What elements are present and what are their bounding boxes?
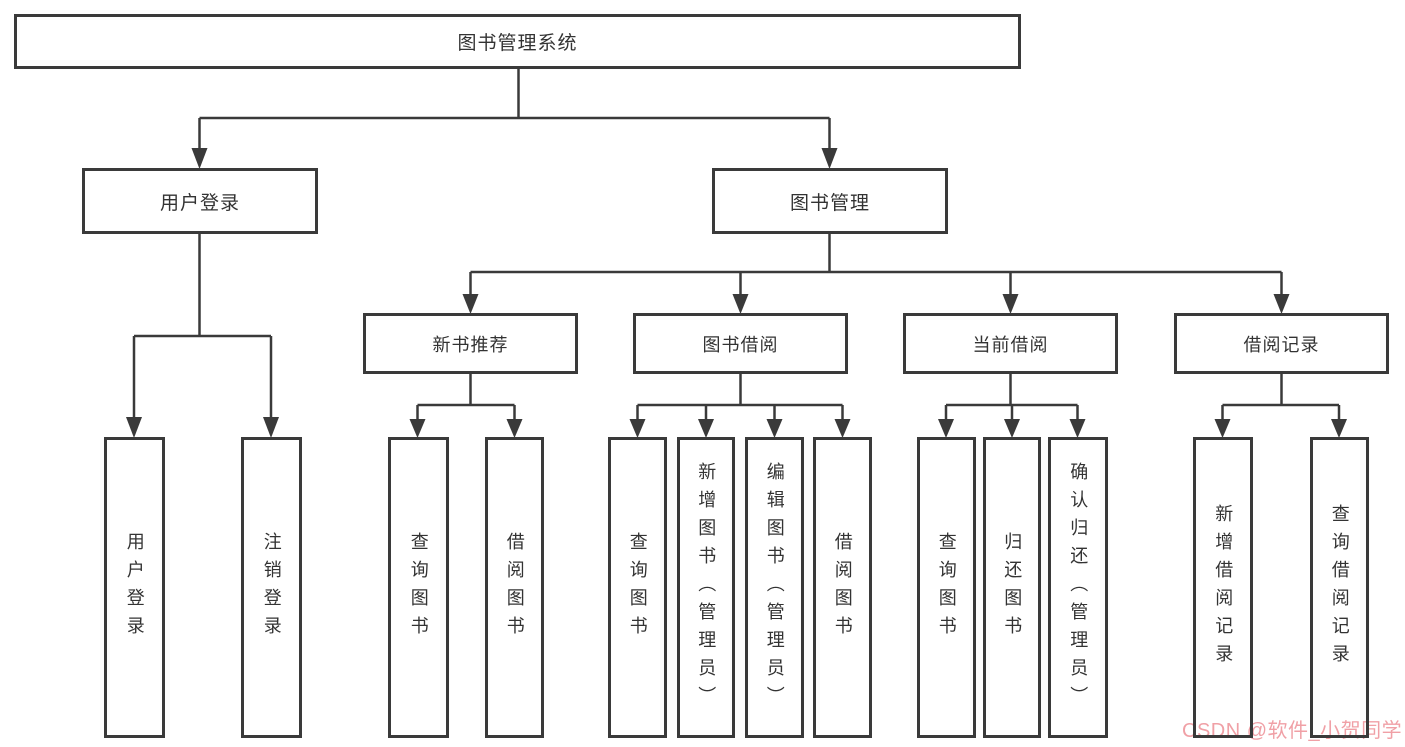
- node-label: 归还图书: [1002, 531, 1023, 644]
- node-label: 注销登录: [261, 531, 282, 644]
- node-query-books: 查询图书: [608, 437, 667, 738]
- node-label: 查询图书: [627, 531, 648, 644]
- node-label: 图书借阅: [702, 334, 779, 355]
- node-borrow-books: 借阅图书: [813, 437, 872, 738]
- node-label: 查询借阅记录: [1329, 503, 1350, 672]
- node-borrow-records: 借阅记录: [1174, 313, 1389, 374]
- node-book-borrow: 图书借阅: [633, 313, 848, 374]
- node-label: 用户登录: [159, 192, 240, 214]
- node-add-books-admin: 新增图书（管理员）: [677, 437, 735, 738]
- node-label: 图书管理: [789, 192, 870, 214]
- node-query-books: 查询图书: [917, 437, 976, 738]
- node-logout: 注销登录: [241, 437, 302, 738]
- node-new-book-recommend: 新书推荐: [363, 313, 578, 374]
- node-label: 新增图书（管理员）: [696, 461, 717, 714]
- node-library-management-system: 图书管理系统: [14, 14, 1021, 69]
- node-label: 当前借阅: [972, 334, 1049, 355]
- node-label: 查询图书: [936, 531, 957, 644]
- node-label: 借阅记录: [1243, 334, 1320, 355]
- node-label: 借阅图书: [832, 531, 853, 644]
- node-return-books: 归还图书: [983, 437, 1041, 738]
- node-add-borrow-record: 新增借阅记录: [1193, 437, 1253, 738]
- node-book-management: 图书管理: [712, 168, 948, 234]
- node-label: 借阅图书: [504, 531, 525, 644]
- node-label: 新增借阅记录: [1213, 503, 1234, 672]
- node-borrow-books: 借阅图书: [485, 437, 544, 738]
- node-label: 查询图书: [408, 531, 429, 644]
- node-query-borrow-record: 查询借阅记录: [1310, 437, 1369, 738]
- node-current-borrow: 当前借阅: [903, 313, 1118, 374]
- node-edit-books-admin: 编辑图书（管理员）: [745, 437, 804, 738]
- node-label: 确认归还（管理员）: [1068, 461, 1089, 714]
- node-label: 新书推荐: [432, 334, 509, 355]
- node-label: 图书管理系统: [457, 33, 578, 54]
- node-label: 编辑图书（管理员）: [764, 461, 785, 714]
- node-user-login-leaf: 用户登录: [104, 437, 165, 738]
- arrowheads: [126, 148, 1347, 438]
- node-label: 用户登录: [124, 531, 145, 644]
- node-confirm-return-admin: 确认归还（管理员）: [1048, 437, 1108, 738]
- node-query-books: 查询图书: [388, 437, 449, 738]
- node-user-login: 用户登录: [82, 168, 318, 234]
